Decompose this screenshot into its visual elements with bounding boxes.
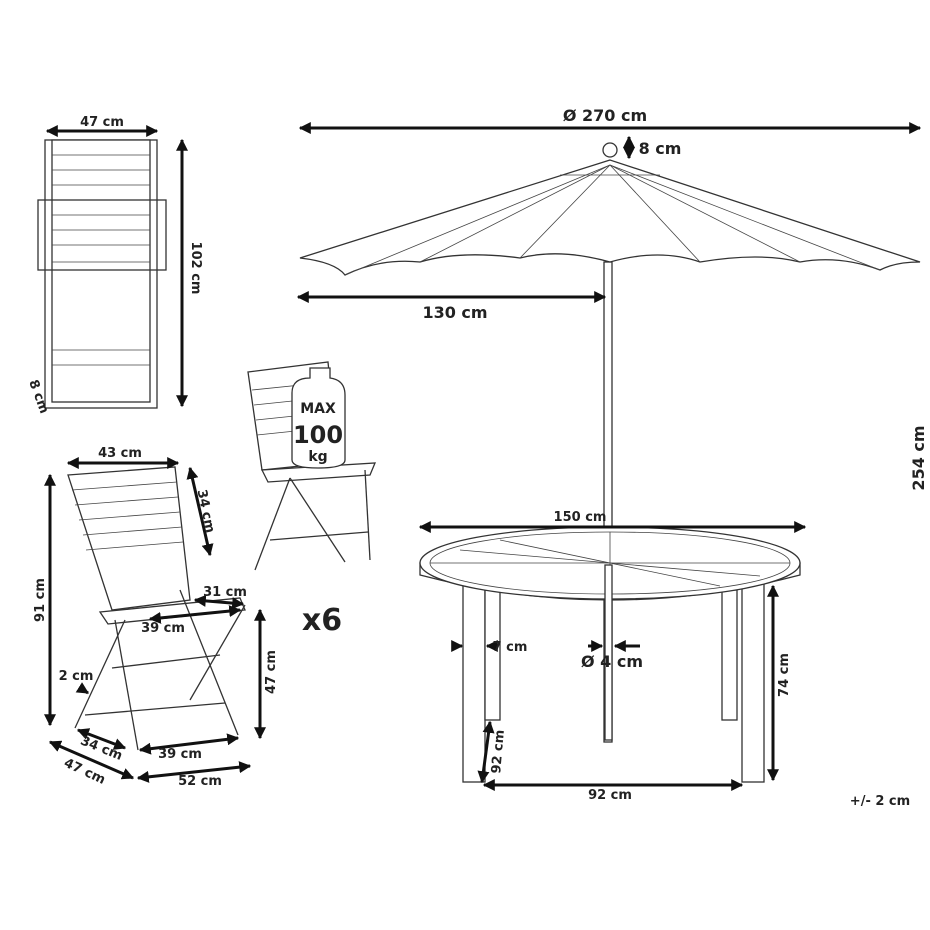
total-height-label: 91 cm bbox=[33, 578, 48, 622]
table-height-label: 74 cm bbox=[777, 653, 792, 697]
weight-unit: kg bbox=[308, 449, 327, 465]
tolerance-label: +/- 2 cm bbox=[850, 794, 910, 809]
slat-gap-arrow bbox=[75, 682, 90, 695]
base-width-label: 39 cm bbox=[158, 747, 202, 762]
seat-height-label: 47 cm bbox=[264, 650, 279, 694]
folded-height-label: 102 cm bbox=[188, 242, 203, 295]
max-label: MAX bbox=[300, 401, 336, 417]
chair-with-weight-drawing bbox=[247, 361, 377, 571]
pole-diameter-label: Ø 4 cm bbox=[581, 652, 643, 671]
chair-drawing bbox=[67, 466, 246, 751]
overall-width-arrow bbox=[136, 761, 252, 783]
table-diameter-label: 150 cm bbox=[554, 510, 607, 525]
quantity-label: x6 bbox=[302, 603, 342, 638]
back-height-label: 34 cm bbox=[194, 488, 218, 534]
folded-width-label: 47 cm bbox=[80, 115, 124, 130]
leg-diagonal-label: 92 cm bbox=[489, 729, 508, 774]
seat-width-arrow bbox=[148, 605, 242, 624]
base-width-arrow bbox=[138, 733, 240, 755]
overall-width-label: 52 cm bbox=[178, 774, 222, 789]
umbrella-radius-label: 130 cm bbox=[422, 303, 487, 322]
slat-gap-label: 2 cm bbox=[59, 669, 94, 684]
umbrella-height-label: 254 cm bbox=[909, 425, 928, 490]
overall-depth-label: 47 cm bbox=[61, 756, 107, 788]
back-height-arrow bbox=[186, 466, 214, 557]
umbrella-diameter-label: Ø 270 cm bbox=[563, 106, 647, 125]
weight-value: 100 bbox=[293, 421, 343, 449]
seat-depth-arrow bbox=[193, 594, 245, 610]
leg-diagonal-arrow bbox=[477, 720, 495, 784]
seat-depth-label: 31 cm bbox=[203, 585, 247, 600]
seat-width-label: 39 cm bbox=[141, 621, 185, 636]
back-width-label: 43 cm bbox=[98, 446, 142, 461]
folded-chair-drawing bbox=[37, 139, 167, 409]
umbrella-drawing bbox=[299, 142, 921, 743]
leg-width-label: 7 cm bbox=[493, 640, 528, 655]
finial-label: 8 cm bbox=[639, 139, 682, 158]
leg-span-label: 92 cm bbox=[588, 788, 632, 803]
overall-depth-arrow bbox=[48, 740, 135, 780]
